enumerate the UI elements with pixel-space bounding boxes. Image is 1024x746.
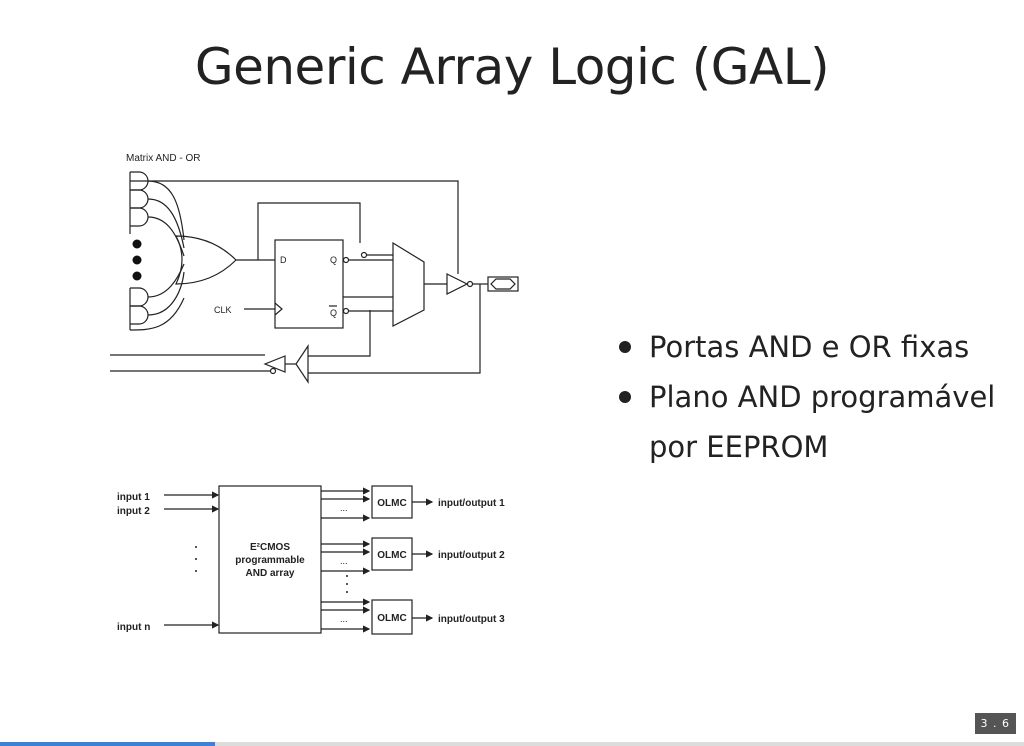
ff-d-label: D (280, 255, 287, 265)
output-pin (487, 276, 519, 292)
and-array-block (218, 485, 322, 634)
olmc-block-3 (371, 599, 413, 635)
input-label-n: input n (117, 622, 150, 633)
progress-bar (0, 742, 1024, 746)
feedback-buffer (295, 344, 309, 384)
clk-label: CLK (214, 305, 232, 315)
bullet-item: Plano AND programável por EEPROM (618, 372, 1008, 472)
gal-block-diagram: input 1 input 2 input n E²CMOS programma… (117, 485, 505, 635)
output-multiplexer (392, 241, 425, 327)
and-array-label-2: programmable (235, 555, 305, 566)
lines-ellipsis-3: ... (340, 614, 348, 624)
output-label-1: input/output 1 (438, 498, 505, 509)
slide-title: Generic Array Logic (GAL) (194, 38, 830, 96)
feedback-inverter (263, 355, 286, 373)
olmc-label-1: OLMC (377, 498, 406, 509)
array-to-olmc-lines (321, 487, 371, 633)
ff-qbar-label: Q (330, 308, 337, 318)
and-gates-bottom (129, 287, 149, 330)
lines-ellipsis-2: ... (340, 556, 348, 566)
output-buffer (446, 273, 469, 295)
ff-q-label: Q (330, 255, 337, 265)
output-label-2: input/output 2 (438, 550, 505, 561)
input-label-2: input 2 (117, 506, 150, 517)
or-gate (175, 235, 237, 285)
input-label-1: input 1 (117, 492, 150, 503)
slide-number: 3 . 6 (974, 713, 1016, 734)
olmc-label-3: OLMC (377, 613, 406, 624)
and-or-wires (129, 180, 185, 331)
ellipsis-dots (132, 239, 142, 281)
progress-bar-fill (0, 742, 216, 746)
and-array-label-1: E²CMOS (250, 542, 290, 553)
bullet-list: Portas AND e OR fixas Plano AND programá… (618, 322, 1008, 472)
and-array-label-3: AND array (246, 568, 295, 579)
olmc-label-2: OLMC (377, 550, 406, 561)
lines-ellipsis-1: ... (340, 503, 348, 513)
bullet-item: Portas AND e OR fixas (618, 322, 1008, 372)
matrix-caption: Matrix AND - OR (126, 153, 200, 164)
output-label-3: input/output 3 (438, 614, 505, 625)
gal-macrocell-diagram: Matrix AND - OR D Q Q CLK (110, 153, 519, 384)
d-flip-flop (274, 239, 344, 329)
